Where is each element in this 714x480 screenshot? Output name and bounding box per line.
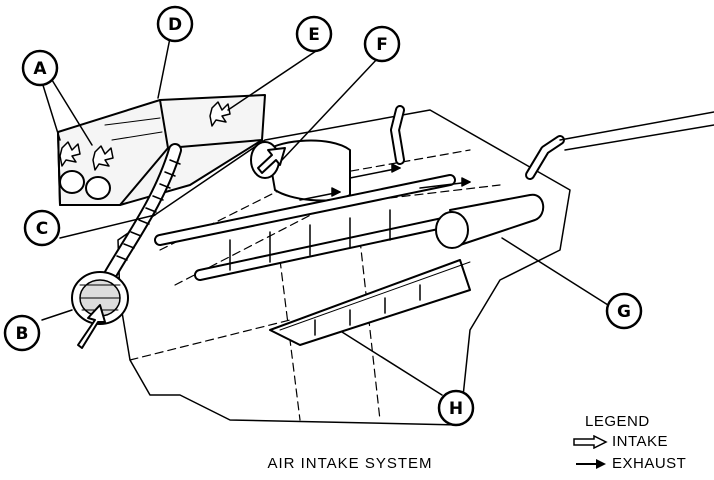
callout-b: B xyxy=(3,314,41,352)
callout-f-letter: F xyxy=(376,35,388,55)
intake-opening xyxy=(71,271,129,325)
callout-c: C xyxy=(23,209,61,247)
legend-title: LEGEND xyxy=(585,413,650,430)
leader-lines xyxy=(41,37,609,396)
exhaust-flow-arrows xyxy=(299,163,471,201)
exhaust-muffler xyxy=(390,105,714,249)
intake-manifold xyxy=(154,174,486,281)
callout-e-letter: E xyxy=(308,25,320,45)
leak-markers xyxy=(59,101,231,171)
legend-exhaust-label: EXHAUST xyxy=(612,455,687,472)
legend-exhaust: EXHAUST xyxy=(572,455,686,472)
intake-arrow-icon xyxy=(573,434,608,449)
callout-g-letter: G xyxy=(617,302,631,322)
exhaust-arrow-icon xyxy=(576,458,606,469)
figure-caption: AIR INTAKE SYSTEM xyxy=(267,455,433,472)
callout-d: D xyxy=(156,5,194,43)
intake-flow-arrows xyxy=(77,147,286,349)
callout-g: G xyxy=(605,292,643,330)
legend-intake-label: INTAKE xyxy=(612,433,669,450)
callout-d-letter: D xyxy=(168,15,182,35)
callout-a-letter: A xyxy=(33,59,47,79)
callout-c-letter: C xyxy=(36,219,48,239)
callout-a: A xyxy=(21,49,59,87)
callout-f: F xyxy=(363,25,401,63)
legend-intake: INTAKE xyxy=(572,433,668,450)
exhaust-manifold xyxy=(269,259,471,346)
callout-e: E xyxy=(295,15,333,53)
callout-h: H xyxy=(437,389,475,427)
callout-h-letter: H xyxy=(449,399,463,419)
callout-b-letter: B xyxy=(16,324,29,344)
